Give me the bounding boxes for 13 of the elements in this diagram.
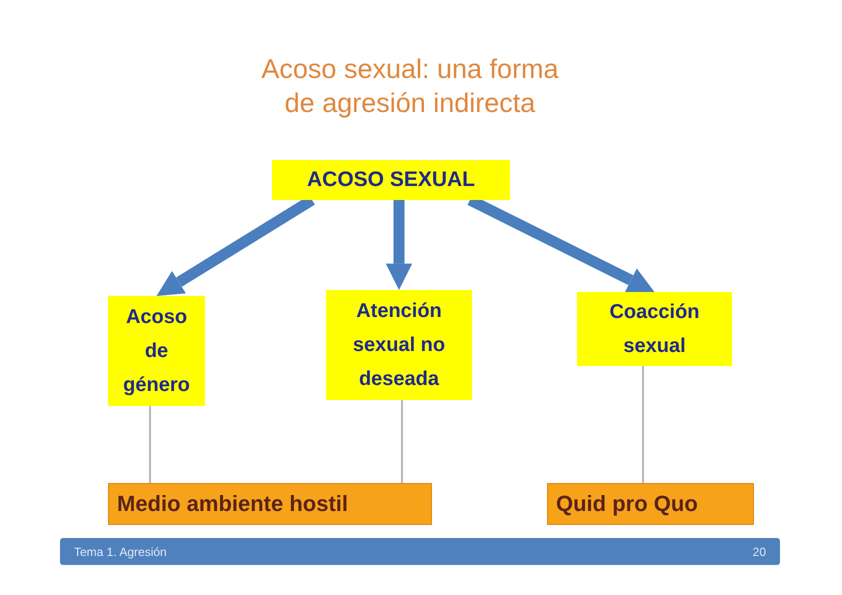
page-number: 20 bbox=[752, 544, 766, 558]
category-box: Quid pro Quo bbox=[547, 483, 754, 525]
concept-box: Acoso de género bbox=[108, 296, 205, 406]
category-box: Medio ambiente hostil bbox=[108, 483, 432, 525]
concept-box: ACOSO SEXUAL bbox=[272, 160, 510, 200]
title: Acoso sexual: una forma de agresión indirecta bbox=[260, 53, 560, 120]
connector-line bbox=[401, 400, 403, 483]
concept-box: Coacción sexual bbox=[577, 292, 732, 366]
concept-box: Atención sexual no deseada bbox=[326, 290, 472, 400]
footer-text: Tema 1. Agresión bbox=[74, 544, 167, 558]
block-arrow bbox=[386, 200, 412, 290]
connector-line bbox=[149, 406, 151, 483]
connector-line bbox=[642, 366, 644, 483]
